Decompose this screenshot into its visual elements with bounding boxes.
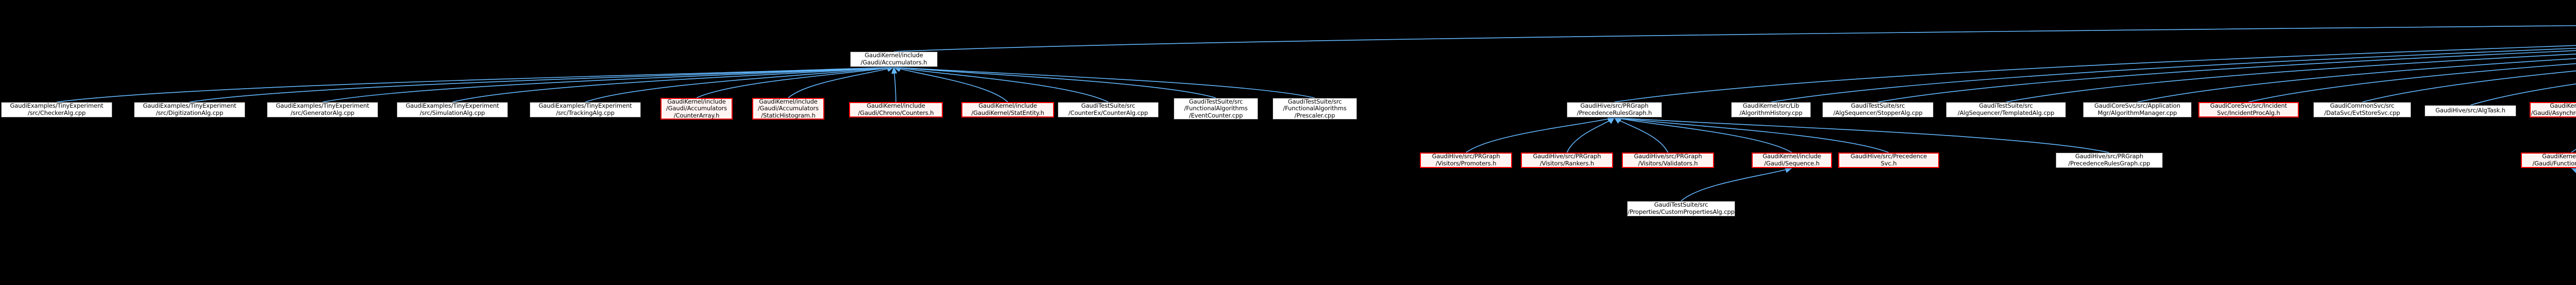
graph-edge <box>322 64 895 103</box>
graph-node[interactable]: GaudiHive/src/AlgTask.h <box>2425 105 2516 116</box>
graph-node[interactable]: GaudiKernel/include /Gaudi/Accumulators.… <box>850 52 938 67</box>
graph-edge <box>891 66 897 103</box>
graph-node[interactable]: GaudiTestSuite/src /AlgSequencer/Templat… <box>1946 102 2066 118</box>
graph-edge <box>1613 116 1792 153</box>
graph-node[interactable]: GaudiExamples/TinyExperiment /src/Digiti… <box>134 102 245 118</box>
graph-edge <box>893 25 2576 52</box>
graph-node[interactable]: GaudiTestSuite/src /CounterEx/CounterAlg… <box>1058 102 1159 118</box>
graph-edge <box>585 65 895 103</box>
graph-node[interactable]: GaudiHive/src/PRGraph /Visitors/Rankers.… <box>1521 153 1613 168</box>
graph-node[interactable]: GaudiHive/src/PRGraph /Visitors/Promoter… <box>1420 153 1512 168</box>
graph-node[interactable]: GaudiExamples/TinyExperiment /src/Simula… <box>397 102 508 118</box>
graph-edge <box>1613 115 1889 153</box>
graph-edge <box>1614 117 1669 153</box>
graph-node[interactable]: GaudiKernel/include /Gaudi/Accumulators … <box>660 98 733 120</box>
graph-edge <box>1771 47 2576 103</box>
graph-edge <box>1877 50 2576 103</box>
graph-node[interactable]: GaudiHive/src/Precedence Svc.h <box>1838 153 1939 168</box>
graph-node[interactable]: GaudiKernel/include /Gaudi/Accumulators … <box>752 98 824 120</box>
graph-edge <box>1614 45 2576 103</box>
graph-edge <box>452 64 895 103</box>
graph-node[interactable]: GaudiExamples/TinyExperiment /src/Tracki… <box>530 102 641 118</box>
graph-edge <box>893 65 1109 103</box>
graph-node[interactable]: GaudiKernel/include /Gaudi/Chrono/Counte… <box>849 102 943 118</box>
graph-node[interactable]: GaudiKernel/include /Gaudi/Sequence.h <box>1752 153 1832 168</box>
graph-node[interactable]: GaudiExamples/TinyExperiment /src/Checke… <box>1 102 112 118</box>
graph-edge <box>893 64 1315 98</box>
graph-node[interactable]: GaudiExamples/TinyExperiment /src/Genera… <box>267 102 378 118</box>
graph-edge <box>2006 53 2576 103</box>
graph-edge <box>2571 148 2576 153</box>
graph-edge <box>2137 58 2576 103</box>
graph-edge <box>189 64 895 103</box>
graph-node[interactable]: GaudiHive/src/PRGraph /PrecedenceRulesGr… <box>2056 153 2163 168</box>
graph-node[interactable]: GaudiTestSuite/src /Properties/CustomPro… <box>1627 201 1735 216</box>
graph-edge <box>696 65 895 98</box>
graph-edge <box>2470 83 2576 106</box>
graph-node[interactable]: GaudiKernel/include /Gaudi/AsynchronousA… <box>2530 102 2576 118</box>
graph-edge <box>2570 167 2576 174</box>
graph-node[interactable]: GaudiCoreSvc/src/Incident Svc/IncidentPr… <box>2198 102 2299 118</box>
graph-edge <box>893 64 1216 98</box>
graph-edge <box>1566 116 1615 153</box>
graph-node[interactable]: GaudiKernel/src/Lib /AlgorithmHistory.cp… <box>1731 102 1811 118</box>
graph-node[interactable]: GaudiTestSuite/src /FunctionalAlgorithms… <box>1273 98 1357 120</box>
graph-edge <box>893 66 1008 103</box>
graph-edge <box>1613 115 2110 153</box>
graph-node[interactable]: GaudiCommonSvc/src /DataSvc/EvtStoreSvc.… <box>2313 102 2411 118</box>
graph-edge <box>2248 63 2576 103</box>
graph-edge <box>2362 70 2576 103</box>
graph-node[interactable]: GaudiCoreSvc/src/Application Mgr/Algorit… <box>2083 102 2192 118</box>
graph-node[interactable]: GaudiTestSuite/src /AlgSequencer/Stopper… <box>1822 102 1934 118</box>
graph-node[interactable]: GaudiKernel/include /GaudiKernel/StatEnt… <box>961 102 1054 118</box>
graph-edge <box>1681 167 1793 202</box>
graph-node[interactable]: GaudiKernel/include /Gaudi/Functional/de… <box>2521 153 2576 168</box>
graph-edge <box>1466 116 1616 153</box>
graph-edge <box>56 64 895 103</box>
graph-node[interactable]: GaudiHive/src/PRGraph /Visitors/Validato… <box>1622 153 1714 168</box>
graph-node[interactable]: GaudiTestSuite/src /FunctionalAlgorithms… <box>1174 98 1258 120</box>
graph-node[interactable]: GaudiHive/src/PRGraph /PrecedenceRulesGr… <box>1567 102 1662 118</box>
graph-edge <box>788 66 895 98</box>
